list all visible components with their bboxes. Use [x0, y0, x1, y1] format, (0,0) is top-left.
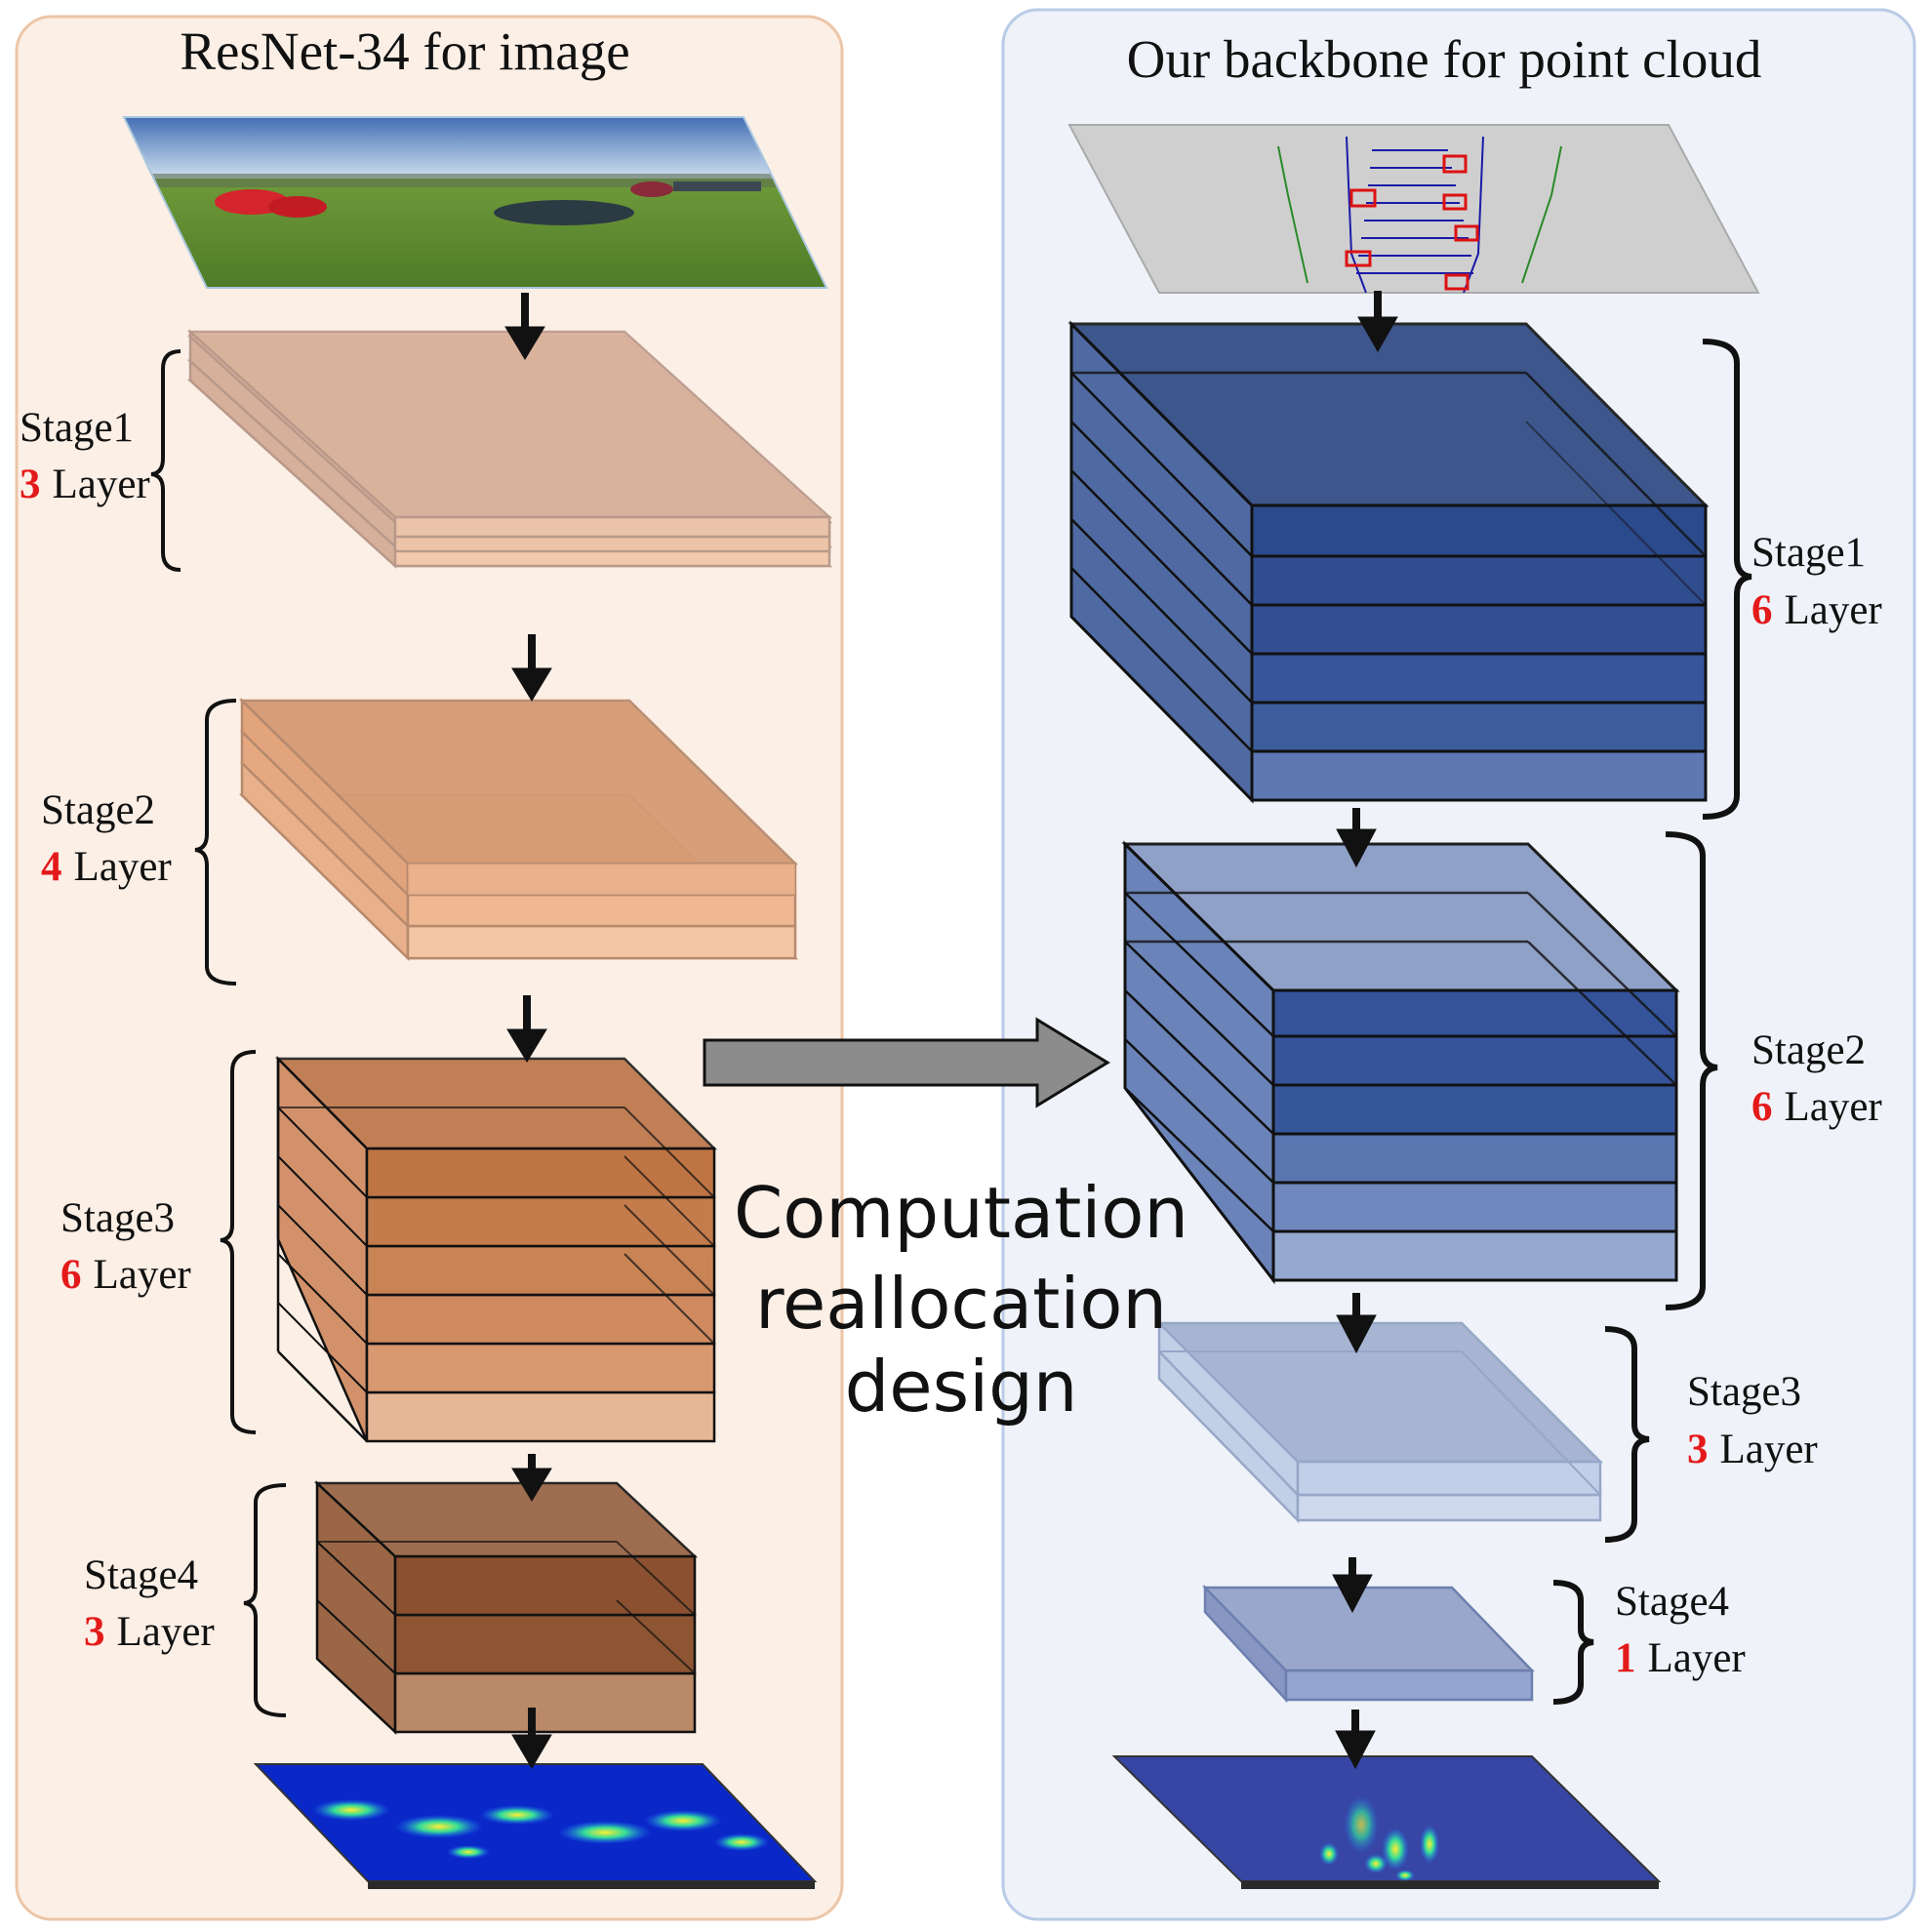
input-image — [122, 116, 828, 289]
left-stage-brackets — [150, 349, 287, 1717]
point-cloud-output-heatmap — [1111, 1755, 1662, 1889]
right-stage2-block — [1121, 840, 1680, 1285]
svg-text:Computation: Computation — [734, 1172, 1188, 1254]
right-stage4-block — [1202, 1584, 1535, 1704]
left-stage4-block — [313, 1480, 699, 1735]
svg-text:Stage2: Stage2 — [1751, 1027, 1866, 1073]
right-panel-title: Our backbone for point cloud — [1127, 29, 1762, 89]
input-point-cloud — [1067, 124, 1760, 294]
left-stage1-block — [186, 329, 833, 569]
left-flow-arrows — [504, 293, 552, 1769]
right-stage-brackets — [1552, 339, 1752, 1705]
image-output-heatmap — [253, 1763, 818, 1889]
right-stage3-block — [1155, 1319, 1604, 1524]
right-stage1-block — [1067, 320, 1710, 804]
svg-text:Stage3: Stage3 — [1687, 1369, 1801, 1415]
reallocation-arrow — [703, 1017, 1110, 1108]
left-panel-title: ResNet-34 for image — [180, 21, 629, 81]
svg-text:Stage3: Stage3 — [60, 1195, 175, 1241]
svg-text:Stage1: Stage1 — [20, 405, 134, 451]
svg-text:Stage1: Stage1 — [1751, 530, 1866, 576]
svg-text:Stage4: Stage4 — [84, 1552, 198, 1598]
right-flow-arrows — [1332, 291, 1398, 1770]
svg-text:reallocation: reallocation — [755, 1263, 1167, 1345]
svg-text:Stage2: Stage2 — [41, 787, 155, 833]
left-stage3-block — [275, 1055, 718, 1443]
svg-text:design: design — [845, 1346, 1078, 1428]
left-stage2-block — [238, 698, 799, 961]
center-label: Computation reallocation design — [734, 1172, 1188, 1428]
svg-text:Stage4: Stage4 — [1615, 1579, 1729, 1625]
